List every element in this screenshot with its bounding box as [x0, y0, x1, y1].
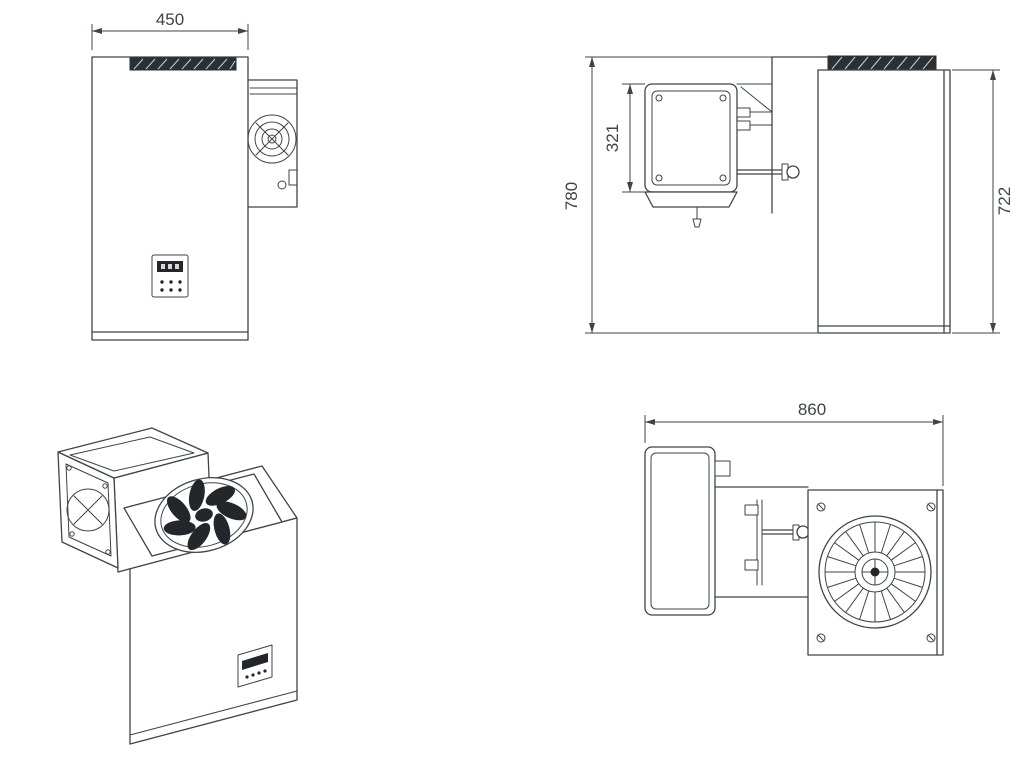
side-pipe-connectors — [736, 107, 773, 131]
top-view: 860 — [644, 400, 944, 656]
side-view: 780 321 722 — [562, 55, 1014, 334]
side-evaporator-height-dimension: 321 — [603, 83, 645, 193]
drip-tray — [644, 191, 738, 208]
top-evaporator — [644, 446, 731, 616]
perspective-view — [57, 427, 298, 745]
evaporator-fan-grille-icon — [65, 463, 112, 557]
front-control-panel — [151, 254, 189, 298]
side-body-height-dimension: 722 — [952, 69, 1014, 334]
condenser-fan-top-icon — [818, 515, 932, 629]
side-condenser-body — [817, 69, 951, 334]
control-buttons — [160, 280, 182, 292]
side-mounting-bracket — [736, 56, 829, 214]
top-screws — [816, 502, 936, 643]
perspective-control-panel — [237, 644, 273, 688]
side-overall-height-label: 780 — [562, 182, 581, 210]
perspective-condenser-fan — [123, 473, 283, 557]
side-top-vent-grille — [827, 55, 937, 71]
top-depth-label: 860 — [798, 400, 826, 419]
side-valve-rod — [736, 163, 800, 181]
drain-spout — [692, 218, 702, 228]
side-evaporator-height-label: 321 — [603, 124, 622, 152]
front-view: 450 — [91, 10, 298, 341]
condenser-fan-front-icon — [247, 114, 297, 164]
side-overall-height-dimension: 780 — [562, 56, 818, 334]
side-body-height-label: 722 — [995, 187, 1014, 215]
front-width-dimension: 450 — [91, 10, 249, 50]
side-evaporator — [644, 83, 738, 228]
top-depth-dimension: 860 — [644, 400, 944, 486]
front-width-label: 450 — [156, 10, 184, 29]
front-side-condenser — [247, 79, 298, 208]
front-top-vent-grille — [129, 57, 237, 71]
top-pipe-connectors — [744, 499, 810, 586]
front-cabinet-panel — [91, 56, 249, 341]
